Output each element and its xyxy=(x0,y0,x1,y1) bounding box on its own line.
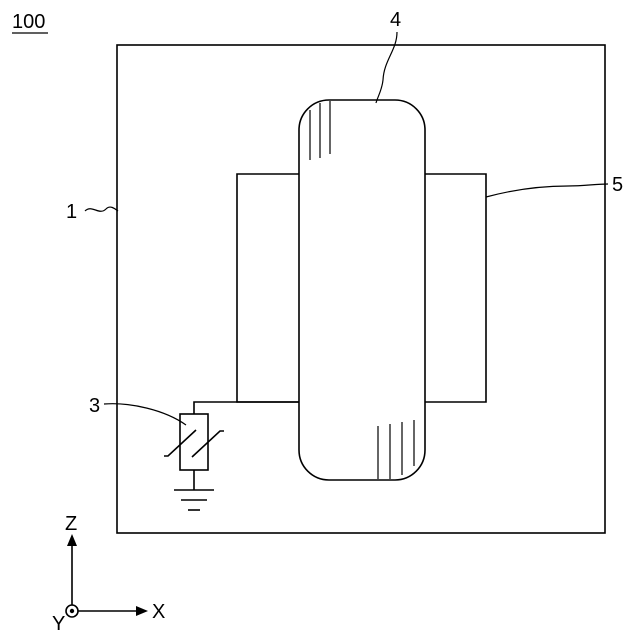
y-axis-label: Y xyxy=(52,613,65,635)
plate-label: 5 xyxy=(612,174,623,196)
plate-right-part xyxy=(425,174,486,402)
tube-label: 4 xyxy=(390,9,401,31)
y-axis-dot xyxy=(70,609,74,613)
housing-outline xyxy=(117,45,605,533)
ground-icon xyxy=(174,490,214,510)
x-axis-label: X xyxy=(152,601,165,623)
x-axis-arrowhead xyxy=(136,606,148,616)
figure-number: 100 xyxy=(12,11,45,33)
tube-leader-line xyxy=(376,32,397,103)
tube-top-hatch xyxy=(310,101,330,160)
z-axis-arrowhead xyxy=(67,534,77,546)
housing-label: 1 xyxy=(66,201,77,223)
z-axis-label: Z xyxy=(65,513,77,535)
lead-wire xyxy=(194,402,299,414)
tube-bottom-hatch xyxy=(378,420,414,479)
coordinate-axes: Z X Y xyxy=(52,513,165,635)
housing-leader-line xyxy=(85,207,118,211)
surge-element-label: 3 xyxy=(89,395,100,417)
tube-body xyxy=(299,100,425,480)
plate-leader-line xyxy=(486,184,608,197)
plate-left-part xyxy=(237,174,299,402)
